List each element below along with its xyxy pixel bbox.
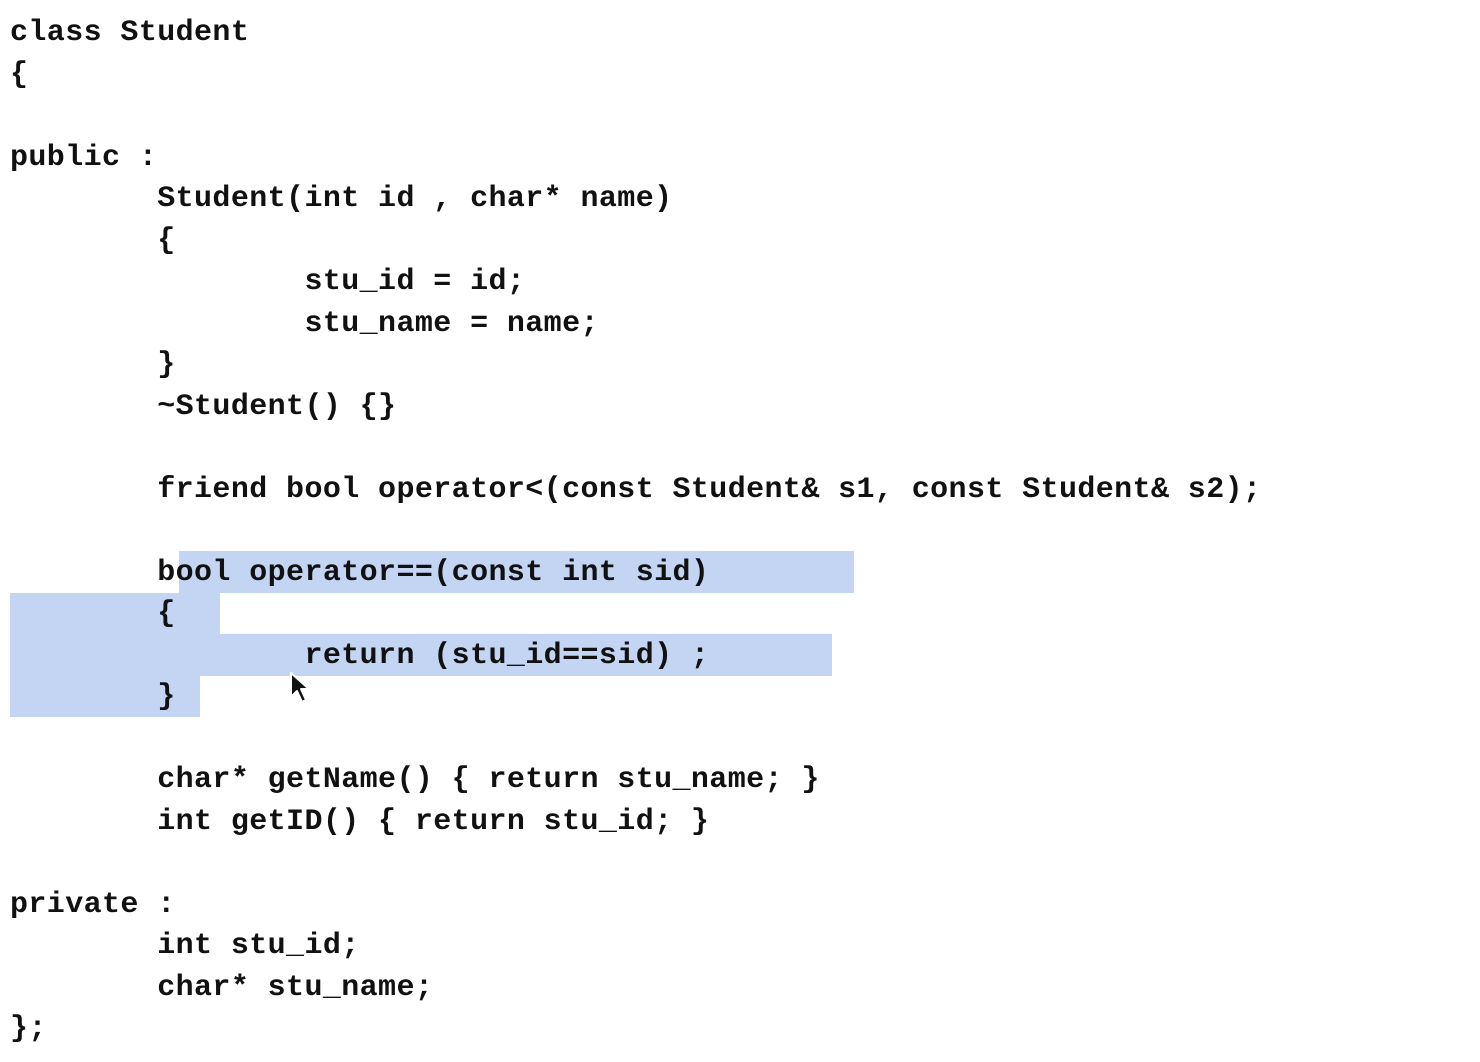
code-line-25: }; [10, 1012, 47, 1046]
code-line-19: char* getName() { return stu_name; } [10, 763, 820, 797]
code-line-6: { [10, 224, 176, 258]
code-line-12: friend bool operator<(const Student& s1,… [10, 473, 1262, 507]
code-line-10: ~Student() {} [10, 390, 397, 424]
code-line-15: { [10, 597, 176, 631]
selection-highlight-line-16 [10, 634, 832, 676]
code-line-23: int stu_id; [10, 929, 360, 963]
code-line-24: char* stu_name; [10, 971, 434, 1005]
code-line-20: int getID() { return stu_id; } [10, 805, 710, 839]
code-line-4: public : [10, 141, 158, 175]
code-line-7: stu_id = id; [10, 265, 526, 299]
code-line-9: } [10, 348, 176, 382]
selection-highlight-line-17 [10, 675, 200, 717]
code-line-2: { [10, 58, 29, 92]
code-line-14: bool operator==(const int sid) [10, 556, 710, 590]
code-line-5: Student(int id , char* name) [10, 182, 673, 216]
selection-highlight-line-15a [10, 593, 220, 635]
selection-highlight-line-14 [179, 551, 854, 593]
code-line-8: stu_name = name; [10, 307, 599, 341]
code-line-1: class Student [10, 16, 250, 50]
code-line-16: return (stu_id==sid) ; [10, 639, 710, 673]
arrow-cursor-icon [290, 672, 310, 703]
code-line-17: } [10, 680, 176, 714]
code-line-22: private : [10, 888, 176, 922]
